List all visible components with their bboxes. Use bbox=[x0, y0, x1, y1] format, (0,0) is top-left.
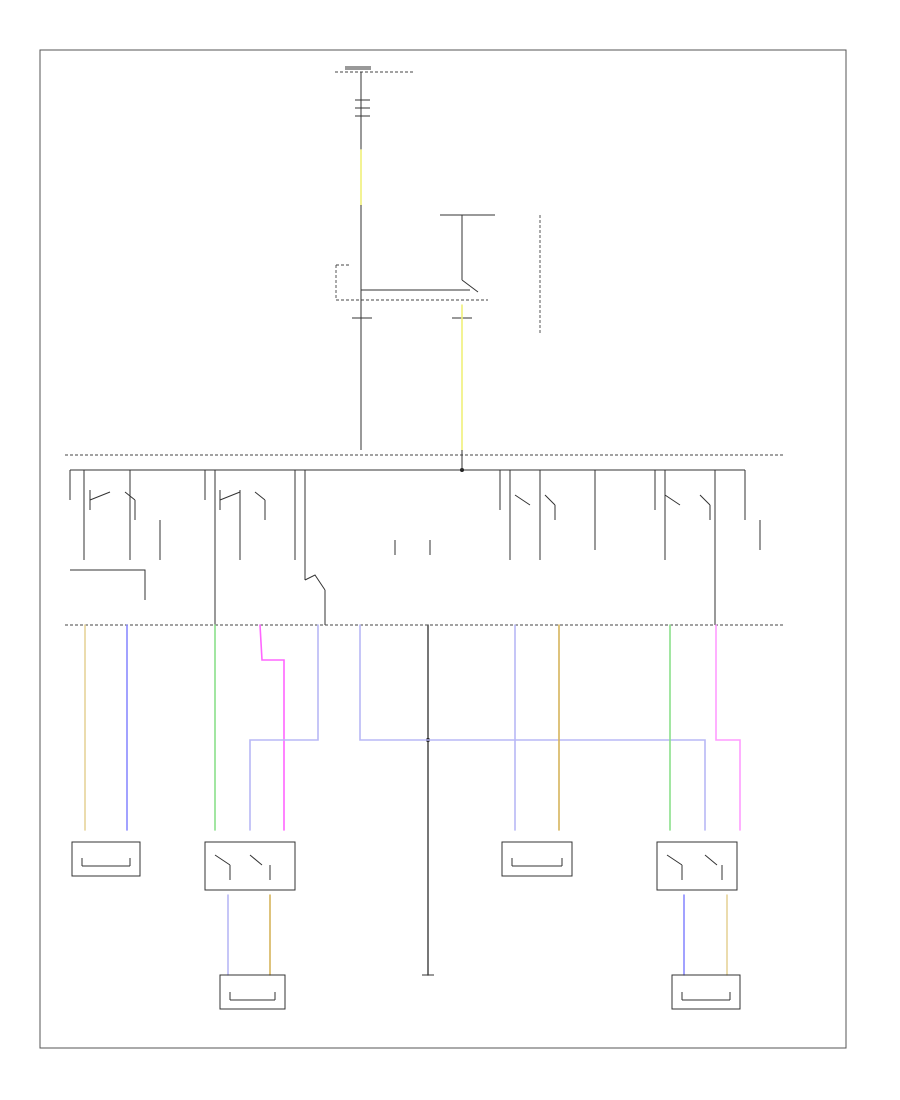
lr-window-switch bbox=[204, 841, 296, 891]
lockout-switch bbox=[70, 569, 326, 625]
wire-lightpink-rr bbox=[715, 624, 741, 831]
wire-lightblue-center bbox=[359, 624, 706, 831]
rr-window-motor bbox=[671, 974, 741, 1010]
lf-window-motor bbox=[71, 841, 141, 877]
rr-window-switch bbox=[656, 841, 738, 891]
lr-window-motor bbox=[219, 974, 286, 1010]
rf-window-motor bbox=[501, 841, 573, 877]
relay-box bbox=[335, 205, 541, 450]
wire-lightblue-lr bbox=[249, 624, 319, 831]
wire-pink-lr bbox=[259, 624, 285, 831]
fuse-block bbox=[335, 66, 414, 205]
driver-window-switch bbox=[69, 450, 761, 625]
diagram-border bbox=[39, 49, 847, 1049]
